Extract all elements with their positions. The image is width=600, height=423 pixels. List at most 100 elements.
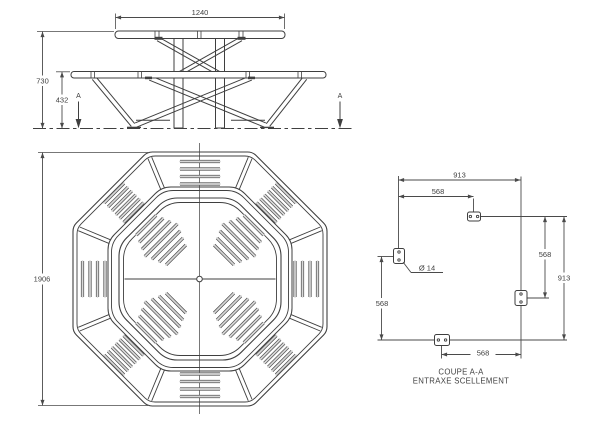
seat-slot-fill (122, 201, 145, 224)
dim-label-568-right: 568 (539, 250, 552, 259)
label-mask (371, 298, 393, 309)
bench-divider (238, 158, 253, 190)
seat-slot-fill (267, 346, 289, 368)
seat-slot-fill (267, 190, 289, 212)
bench-divider (291, 314, 322, 328)
seat-slot-fill (221, 222, 257, 258)
line (95, 76, 136, 124)
dim-label-730: 730 (36, 77, 49, 86)
dim-arrowhead (398, 194, 405, 199)
dim-arrowhead (467, 194, 474, 199)
bench-divider (151, 157, 165, 188)
tabletop-edge (118, 197, 282, 361)
bench-edge (70, 71, 327, 79)
bench-divider (289, 317, 321, 332)
label-mask (470, 348, 496, 358)
dim-arrowhead (379, 334, 384, 340)
anchor-plate (514, 290, 528, 306)
seat-slot-fill (158, 237, 184, 263)
line (265, 76, 304, 124)
seat-slot-fill (255, 201, 278, 224)
bench-divider (291, 230, 322, 244)
seat-slot-fill (107, 350, 129, 372)
bench-divider (235, 370, 249, 401)
center-hub (196, 275, 203, 283)
dim-arrowhead (60, 122, 64, 129)
seat-slot-fill (271, 186, 293, 208)
line (158, 36, 226, 76)
leader-line (402, 261, 412, 273)
label-mask (534, 249, 556, 260)
seat-slot-fill (141, 220, 172, 251)
bench-divider (79, 226, 111, 241)
dim-arrowhead (515, 352, 521, 357)
line (269, 79, 308, 127)
dim-label-568-bottom: 568 (477, 349, 490, 358)
dim-label-432: 432 (56, 96, 69, 105)
anchor-hole (397, 258, 401, 262)
dim-arrowhead (543, 216, 547, 223)
bench-divider (151, 370, 165, 401)
section-caption-line1: COUPE A-A (438, 368, 484, 377)
anchor-plate (393, 248, 405, 264)
seat-slot-fill (213, 292, 235, 314)
bench-divider (79, 317, 111, 332)
bench-divider (147, 368, 162, 400)
bench-divider (238, 368, 253, 400)
seat-slot-fill (111, 346, 133, 368)
bench-divider (78, 230, 109, 244)
brace-mount (237, 36, 246, 40)
seat-slot-fill (242, 321, 265, 344)
dim-arrowhead (40, 399, 45, 406)
bench-ring-outer-edge (76, 155, 324, 403)
dim-arrowhead (40, 122, 45, 129)
seat-slot-fill (115, 194, 137, 216)
seat-slot-fill (135, 321, 158, 344)
bench-ring-outer-edge (72, 151, 328, 407)
plan-view-octagonal-table: 1906 (29, 143, 328, 414)
seat-slot-fill (138, 217, 165, 244)
seat-slot-fill (259, 338, 282, 361)
seat-slot-fill (115, 342, 137, 364)
line (91, 79, 132, 127)
anchor-plate (434, 334, 450, 346)
label-mask (29, 273, 55, 285)
seat-slot-fill (213, 244, 235, 266)
seat-slot-fill (141, 307, 172, 338)
seat-slot-fill (103, 182, 125, 204)
section-marker-label: A (338, 93, 343, 100)
anchor-plate (467, 211, 481, 222)
bench-divider (147, 158, 162, 190)
bench-ring-inner-edge (111, 190, 289, 368)
seat-slot-fill (271, 350, 293, 372)
dim-label-913-right: 913 (558, 274, 571, 283)
seat-slot-fill (151, 230, 182, 261)
brace-mount (145, 76, 152, 80)
seat-slot-fill (228, 220, 259, 251)
dim-label-1240: 1240 (192, 8, 209, 17)
seat-slot-fill (263, 342, 285, 364)
center-post (173, 38, 184, 129)
section-caption-line2: ENTRAXE SCELLEMENT (413, 377, 509, 386)
bench-divider (289, 226, 321, 241)
dim-arrowhead (379, 256, 384, 263)
seat-slot-fill (122, 334, 145, 357)
seat-slot-fill (216, 295, 242, 321)
label-mask (553, 272, 575, 283)
dim-label-568-top: 568 (432, 187, 445, 196)
seat-slot-fill (275, 354, 297, 376)
seat-slot-fill (165, 292, 187, 314)
bench-divider (78, 314, 109, 328)
hole-diameter-label: Ø 14 (419, 264, 435, 273)
seat-slot-fill (235, 314, 262, 341)
dim-arrowhead (562, 216, 566, 223)
anchor-hole (519, 300, 523, 304)
dim-label-1906: 1906 (34, 275, 51, 284)
seat-slot-fill (218, 230, 249, 261)
seat-slot-fill (135, 214, 158, 237)
seat-slot-fill (138, 314, 165, 341)
line (134, 75, 251, 124)
